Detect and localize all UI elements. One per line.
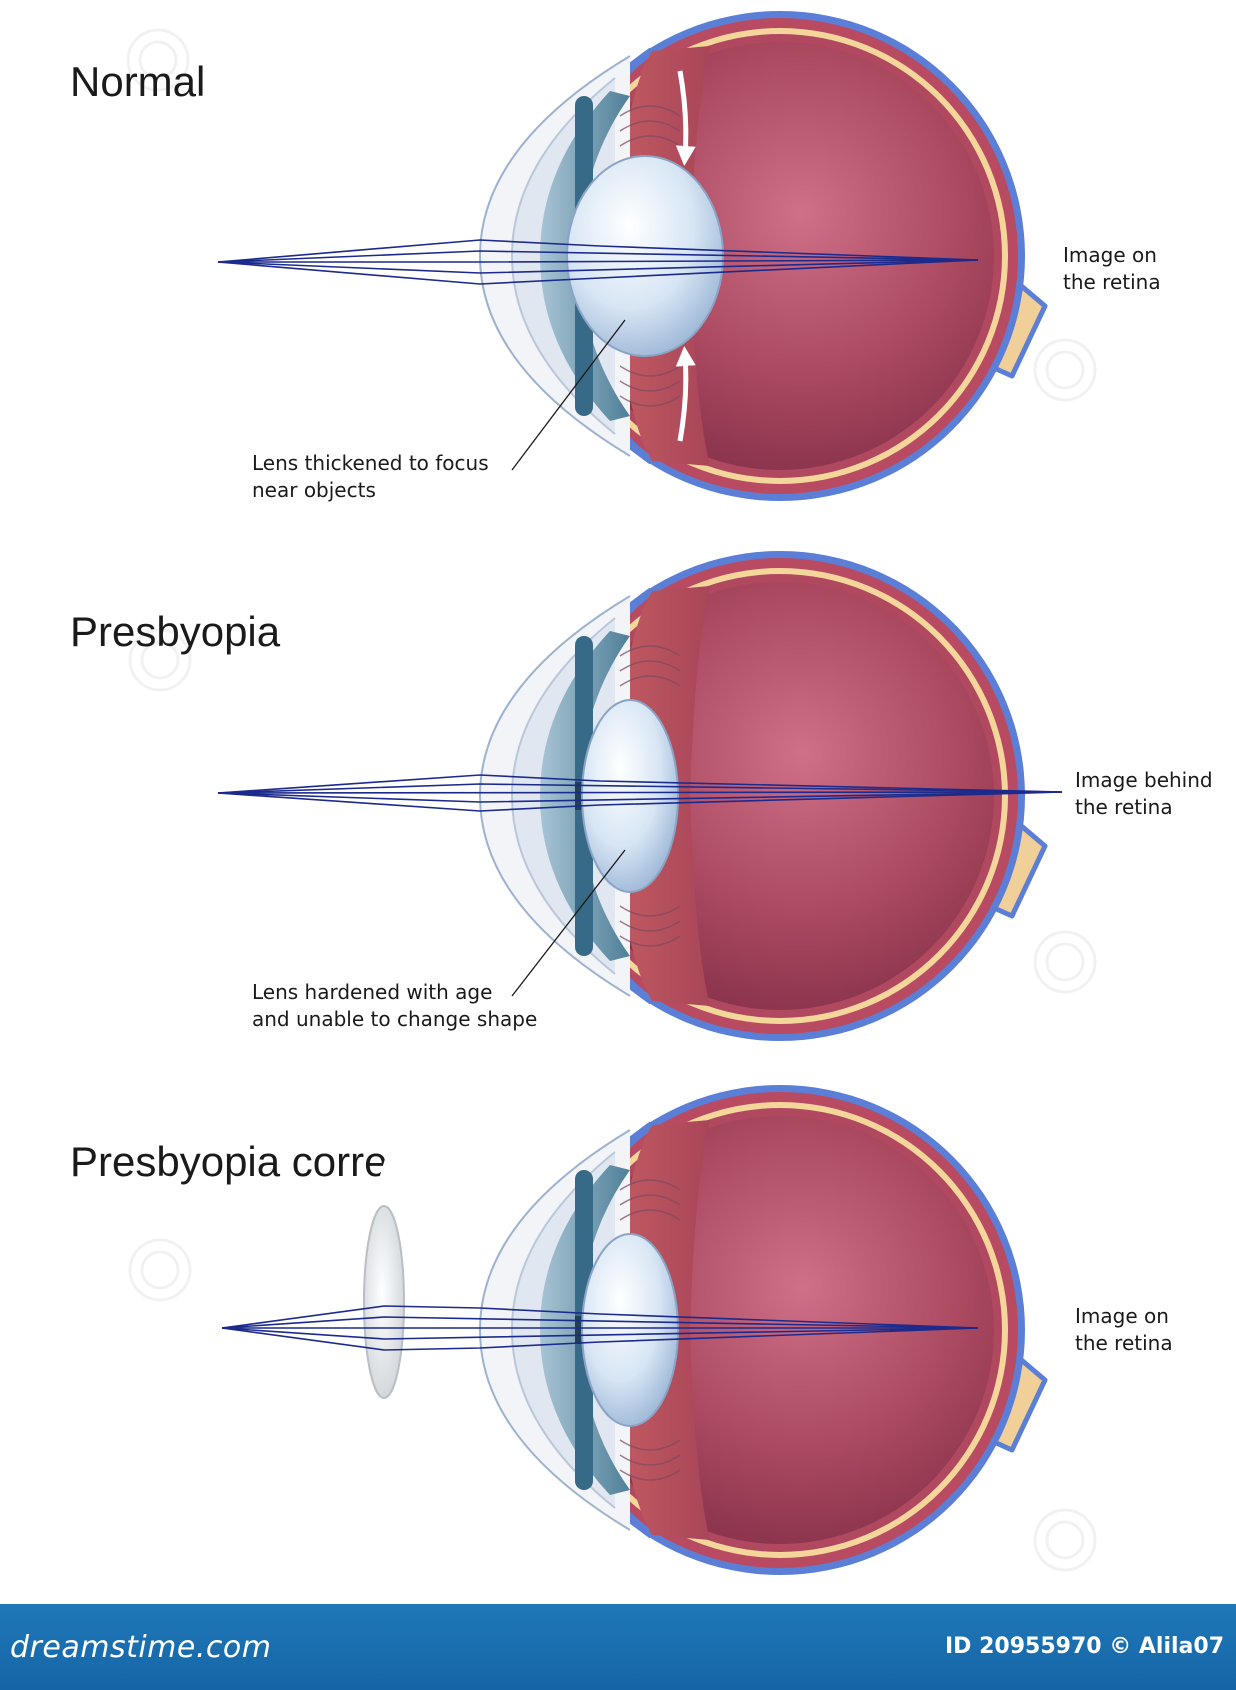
panel-title: Presbyopia <box>70 608 281 655</box>
result-label: Image behind <box>1075 768 1213 792</box>
panel-title: Normal <box>70 58 205 105</box>
result-label: the retina <box>1075 1331 1173 1355</box>
panel-normal: Normal Lens thickened to focus near obje… <box>70 0 1161 556</box>
arrow-icon <box>675 70 696 166</box>
result-label: Image on <box>1075 1304 1169 1328</box>
light-rays <box>217 774 1063 812</box>
annotation-line: Lens thickened to focus <box>252 451 489 475</box>
footer-bar: dreamstime.com ID 20955970 © Alila07 <box>0 1604 1236 1690</box>
light-rays <box>221 1305 979 1351</box>
result-label: the retina <box>1063 270 1161 294</box>
corrective-lens-icon <box>363 1205 405 1399</box>
lens <box>581 699 679 893</box>
annotation-line: Lens hardened with age <box>252 980 492 1004</box>
brand-logo[interactable]: dreamstime.com <box>10 1630 272 1665</box>
light-rays <box>217 239 979 285</box>
image-id: ID 20955970 © Alila07 <box>945 1634 1224 1659</box>
annotation-line: and unable to change shape <box>252 1007 537 1031</box>
lens <box>566 155 724 357</box>
result-label: the retina <box>1075 795 1173 819</box>
leader-line <box>511 849 626 997</box>
lens <box>581 1233 679 1427</box>
result-label: Image on <box>1063 243 1157 267</box>
eye-illustration <box>360 496 1045 1096</box>
panel-presbyopia-corrected: Presbyopia corrected Image on the retina <box>70 1030 1173 1630</box>
arrow-icon <box>675 346 696 442</box>
eye-illustration <box>360 1030 1045 1630</box>
leader-line <box>511 319 626 471</box>
panel-presbyopia: Presbyopia Lens hardened with age and un… <box>70 496 1213 1096</box>
annotation-line: near objects <box>252 478 376 502</box>
